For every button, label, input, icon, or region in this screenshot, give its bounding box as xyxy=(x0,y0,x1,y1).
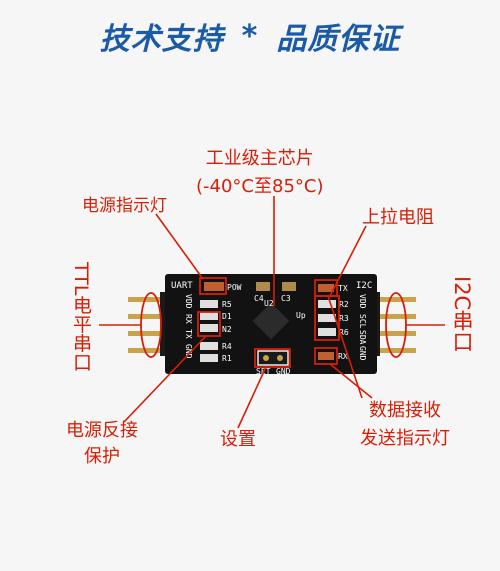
line-reverse xyxy=(123,335,207,423)
main-chip-line1: 工业级主芯片 xyxy=(205,148,314,169)
highlight-power-led xyxy=(199,277,227,295)
highlight-i2c-ellipse xyxy=(385,292,407,358)
pcb-tx: TX xyxy=(338,284,348,293)
resistor-r2 xyxy=(318,300,336,308)
banner-left: 技术支持 xyxy=(99,22,224,57)
rxtx-led-label: 数据接收 发送指示灯 xyxy=(360,400,450,450)
main-chip-label: 工业级主芯片 (-40°C至85°C) xyxy=(196,148,324,198)
power-led-label: 电源指示灯 xyxy=(82,196,167,216)
line-setting xyxy=(237,366,267,429)
pcb-c4: C4 xyxy=(254,294,264,303)
pcb-r2: R2 xyxy=(339,300,349,309)
pcb-n2: N2 xyxy=(222,325,232,334)
pullup-label: 上拉电阻 xyxy=(362,207,434,228)
main-chip-line2: (-40°C至85°C) xyxy=(196,176,324,197)
tx-led xyxy=(318,284,334,292)
ttl-port-label: TTL电平串口 xyxy=(70,262,92,372)
highlight-rx-led xyxy=(314,347,338,365)
pcb-pow: POW xyxy=(227,283,242,292)
resistor-r3 xyxy=(318,314,336,322)
main-chip xyxy=(252,302,290,340)
rxtx-line2: 发送指示灯 xyxy=(360,428,450,449)
left-pin-vdd: VDD xyxy=(184,294,193,309)
left-pin-rx: RX xyxy=(184,314,193,324)
left-pin-tx: TX xyxy=(184,329,193,339)
component-n2 xyxy=(200,324,218,332)
pcb-r3: R3 xyxy=(339,314,349,323)
banner-separator: * xyxy=(241,18,259,54)
rxtx-line1: 数据接收 xyxy=(369,400,441,421)
power-led xyxy=(204,282,224,291)
right-pin-vdd: VDD xyxy=(358,294,367,309)
highlight-reverse xyxy=(197,311,221,337)
pcb-up: Up xyxy=(296,311,306,320)
line-tx-led xyxy=(327,295,363,399)
pcb-r6: R6 xyxy=(339,328,349,337)
capacitor-c3 xyxy=(282,282,296,291)
pcb-r1: R1 xyxy=(222,354,232,363)
line-rx-led xyxy=(329,363,373,399)
highlight-pullup xyxy=(314,295,340,341)
right-pin-gnd: GND xyxy=(358,346,367,361)
banner-right: 品质保证 xyxy=(276,22,401,57)
right-pin-scl: SCL xyxy=(358,314,367,329)
reverse-protect-label: 电源反接 保护 xyxy=(66,420,138,468)
reverse-line1: 电源反接 xyxy=(66,420,138,441)
setting-label: 设置 xyxy=(220,429,256,450)
leader-lines xyxy=(99,196,445,429)
reverse-line2: 保护 xyxy=(84,446,120,467)
capacitor-c4 xyxy=(256,282,270,291)
resistor-r4 xyxy=(200,342,218,350)
pcb-c3: C3 xyxy=(281,294,291,303)
resistor-r1 xyxy=(200,354,218,362)
resistor-r6 xyxy=(318,328,336,336)
pcb-uart: UART xyxy=(171,281,193,291)
pcb-r5: R5 xyxy=(222,300,232,309)
line-power-led xyxy=(155,213,204,280)
set-jumper xyxy=(257,350,289,366)
right-pin-sda: SDA xyxy=(358,330,367,345)
pcb-r4: R4 xyxy=(222,342,232,351)
line-pullup xyxy=(329,225,367,297)
pcb-i2c: I2C xyxy=(356,281,372,291)
i2c-port-label: I2C串口 xyxy=(450,276,474,353)
banner: 技术支持 * 品质保证 xyxy=(0,8,500,64)
resistor-r5 xyxy=(200,300,218,308)
pcb-u2: U2 xyxy=(264,299,274,308)
rx-led xyxy=(318,352,334,360)
highlight-ttl-ellipse xyxy=(140,292,162,358)
pcb-d1: D1 xyxy=(222,312,232,321)
pcb-rx: RX xyxy=(338,352,348,361)
left-pin-gnd: GND xyxy=(184,344,193,359)
pcb-gnd: GND xyxy=(276,367,291,376)
highlight-set xyxy=(254,348,291,368)
diode-d1 xyxy=(200,312,218,320)
